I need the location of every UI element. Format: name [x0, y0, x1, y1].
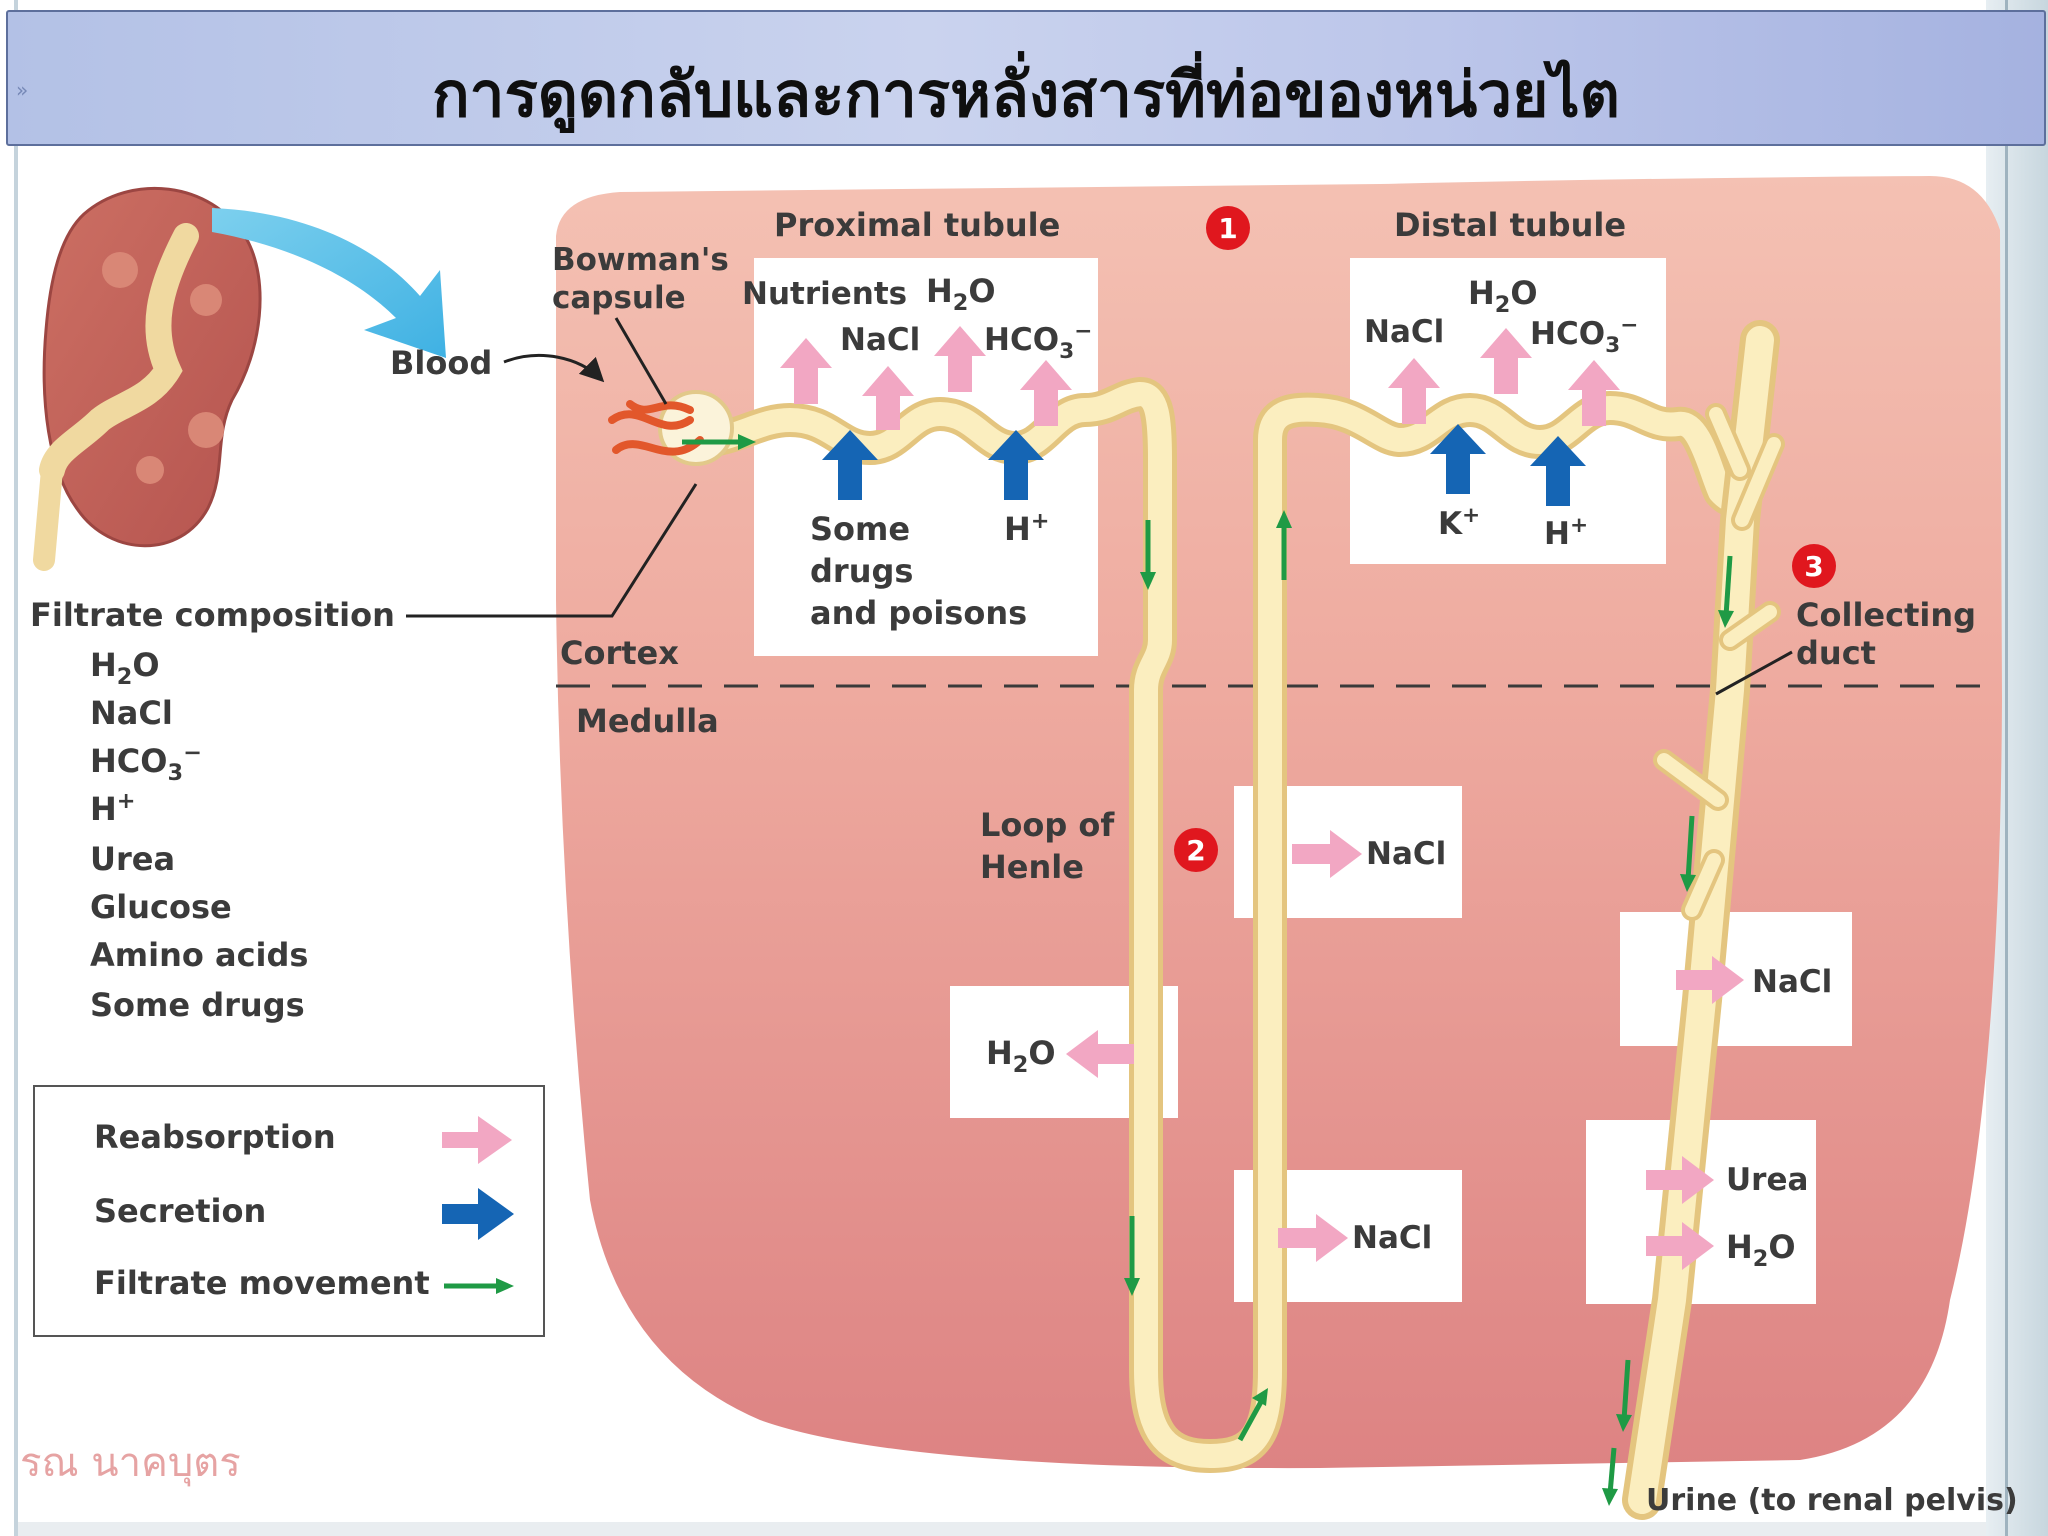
- svg-text:1: 1: [1218, 212, 1237, 245]
- medulla-label: Medulla: [576, 702, 719, 740]
- filtrate-item: Some drugs: [90, 986, 305, 1024]
- collecting-nacl: NaCl: [1752, 964, 1832, 1000]
- step-marker-3: 3: [1792, 544, 1836, 588]
- proximal-nutrients: Nutrients: [742, 276, 907, 312]
- slide-title: การดูดกลับและการหลั่งสารที่ท่อของหน่วยไต: [432, 58, 1620, 131]
- cortex-label: Cortex: [560, 634, 679, 672]
- distal-h-plus: H+: [1544, 513, 1588, 552]
- loop-label-1: Loop of: [980, 806, 1115, 844]
- svg-text:3: 3: [1804, 550, 1823, 583]
- proximal-secretion-line1: Some: [810, 510, 910, 548]
- proximal-nacl: NaCl: [840, 322, 920, 358]
- filtrate-item: HCO3−: [90, 740, 202, 786]
- loop-nacl-lower: NaCl: [1352, 1220, 1432, 1256]
- distal-tubule-label: Distal tubule: [1394, 206, 1626, 244]
- collecting-urea: Urea: [1726, 1162, 1808, 1198]
- collecting-pointer: [1715, 650, 1793, 696]
- urine-label: Urine (to renal pelvis): [1646, 1483, 2018, 1518]
- distal-hco3: HCO3−: [1530, 313, 1638, 358]
- filtrate-item: H2O: [90, 646, 160, 690]
- step-marker-1: 1: [1206, 206, 1250, 250]
- filtrate-item: Glucose: [90, 888, 232, 926]
- reabsorption-arrows: [780, 326, 1744, 1270]
- filtrate-pointer: [406, 483, 698, 618]
- zoom-arrow: [212, 208, 446, 358]
- legend-reabsorption: Reabsorption: [94, 1118, 336, 1156]
- svg-text:2: 2: [1186, 834, 1205, 867]
- bowmans-label-2: capsule: [552, 280, 686, 316]
- loop-h2o: H2O: [986, 1034, 1056, 1078]
- proximal-hco3: HCO3−: [984, 319, 1092, 364]
- loop-nacl-upper: NaCl: [1366, 836, 1446, 872]
- proximal-h-plus: H+: [1004, 508, 1050, 548]
- filtrate-composition-title: Filtrate composition: [30, 596, 395, 634]
- blood-pointer: [503, 354, 605, 383]
- legend-filtrate-arrowhead: [496, 1278, 514, 1294]
- step-marker-2: 2: [1174, 828, 1218, 872]
- filtrate-flow-arrows: [682, 434, 1734, 1506]
- legend-secretion: Secretion: [94, 1192, 266, 1230]
- secretion-arrows: [822, 424, 1586, 506]
- blood-label: Blood: [390, 344, 492, 382]
- bowmans-pointer: [614, 317, 668, 405]
- kidney-icon: [33, 186, 262, 571]
- bowmans-label-1: Bowman's: [552, 242, 729, 278]
- filtrate-item: NaCl: [90, 694, 173, 732]
- slide-right-border-line: [2005, 0, 2008, 1536]
- filtrate-item: Amino acids: [90, 936, 308, 974]
- legend: Reabsorption Secretion Filtrate movement: [33, 1085, 545, 1337]
- slide-title-bar: » การดูดกลับและการหลั่งสารที่ท่อของหน่วย…: [6, 10, 2046, 146]
- loop-label-2: Henle: [980, 848, 1084, 886]
- distal-k-plus: K+: [1438, 503, 1480, 542]
- proximal-secretion-line2: drugs: [810, 552, 913, 590]
- slide-bottom-band: [18, 1522, 1986, 1536]
- author-watermark: รณ นาคบุตร: [20, 1440, 241, 1487]
- collecting-label-2: duct: [1796, 634, 1876, 672]
- filtrate-item: H+: [90, 788, 136, 828]
- bowmans-capsule: [608, 390, 734, 466]
- proximal-h2o: H2O: [926, 272, 996, 316]
- legend-reabsorption-arrow: [442, 1116, 512, 1164]
- filtrate-list: H2O NaCl HCO3− H+ Urea Glucose Amino aci…: [90, 646, 308, 1024]
- filtrate-item: Urea: [90, 840, 175, 878]
- legend-secretion-arrow: [442, 1188, 514, 1240]
- collecting-h2o: H2O: [1726, 1228, 1796, 1272]
- distal-h2o: H2O: [1468, 274, 1538, 318]
- slide-left-border: [14, 0, 18, 1536]
- collecting-label-1: Collecting: [1796, 596, 1976, 634]
- proximal-tubule-label: Proximal tubule: [774, 206, 1060, 244]
- legend-filtrate-movement: Filtrate movement: [94, 1264, 430, 1302]
- proximal-secretion-line3: and poisons: [810, 594, 1027, 632]
- distal-nacl: NaCl: [1364, 314, 1444, 350]
